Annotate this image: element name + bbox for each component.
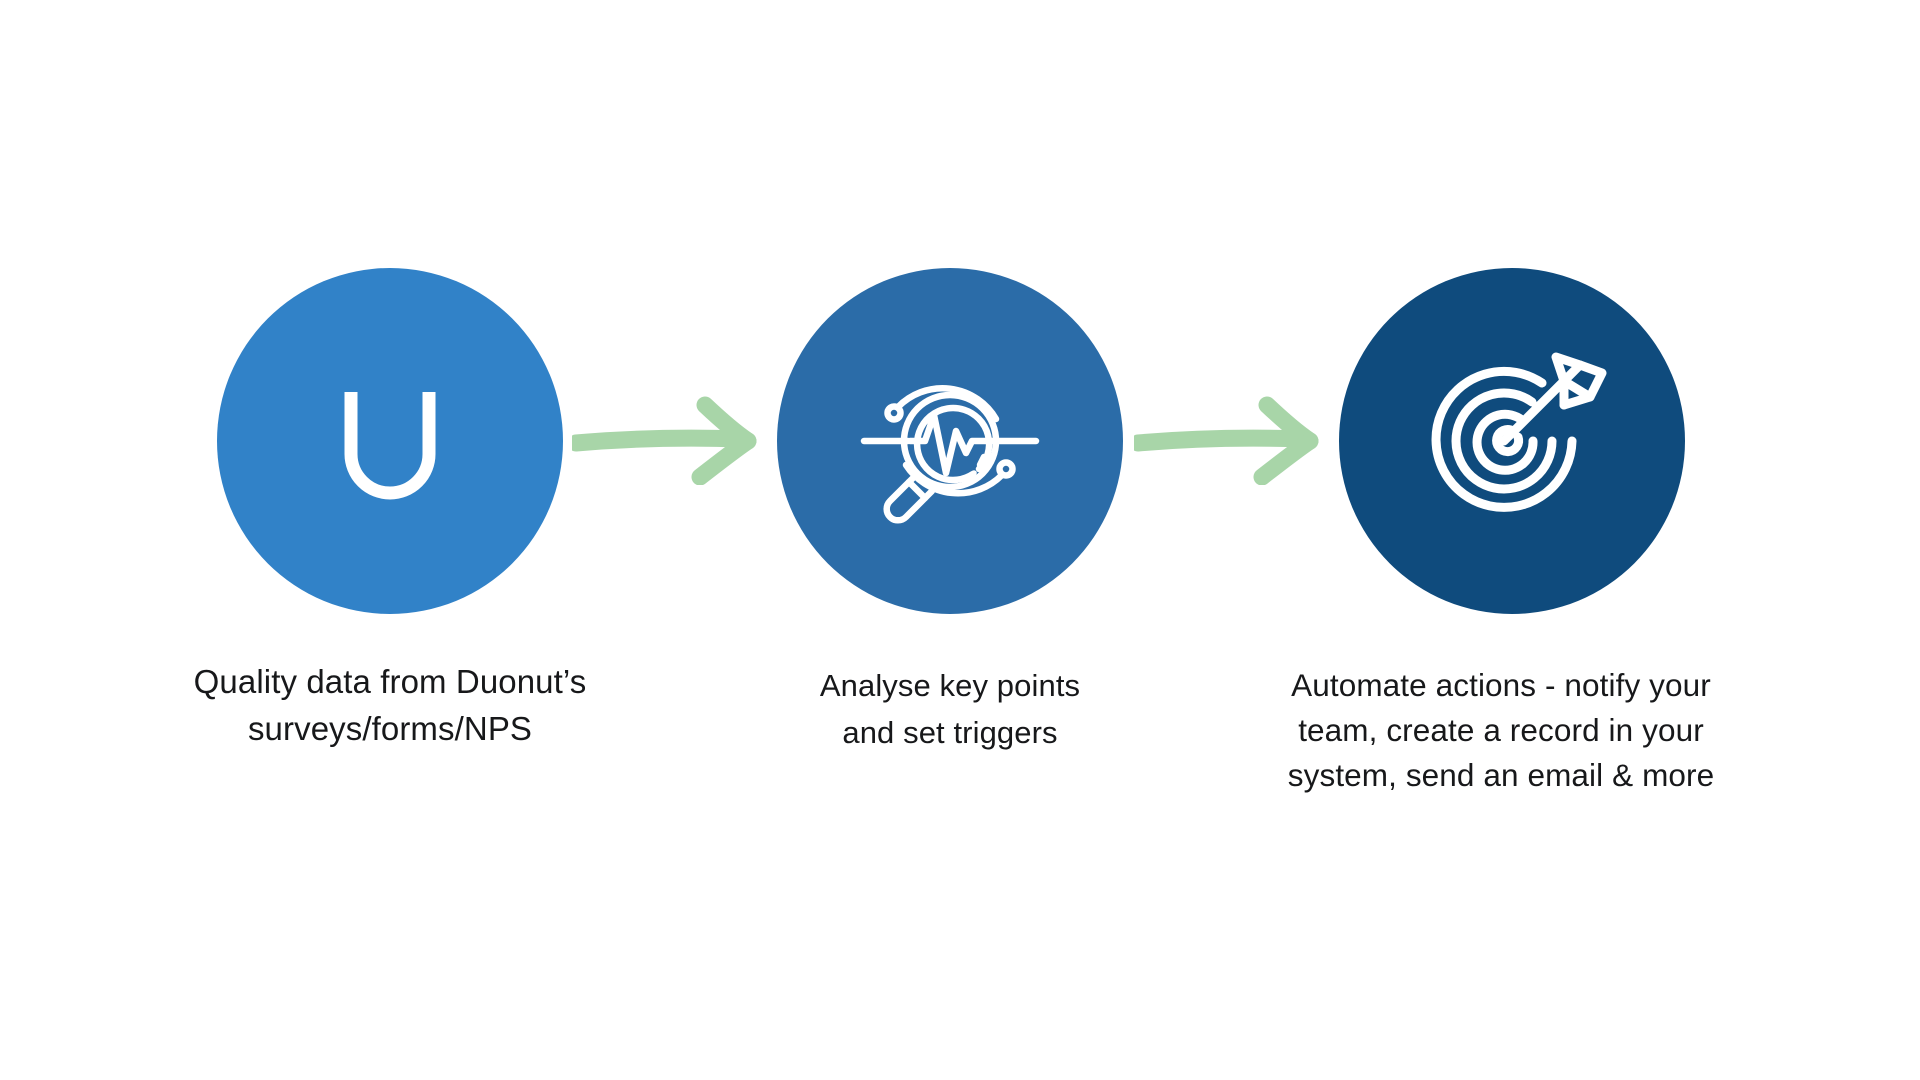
flow-step-2 xyxy=(777,268,1123,614)
arrow-right-icon xyxy=(567,395,762,486)
magnifier-pulse-analytics-icon xyxy=(850,341,1050,541)
arrow-right-icon xyxy=(1129,395,1324,486)
caption-line: and set triggers xyxy=(842,715,1058,750)
caption-line: team, create a record in your xyxy=(1298,712,1704,748)
flow-step-3 xyxy=(1339,268,1685,614)
step-2-circle xyxy=(777,268,1123,614)
step-3-circle xyxy=(1339,268,1685,614)
caption-line: surveys/forms/NPS xyxy=(247,710,533,747)
target-dartboard-arrow-icon xyxy=(1414,343,1610,539)
step-1-circle xyxy=(217,268,563,614)
duonut-u-logo-icon xyxy=(315,366,465,516)
step-3-caption: Automate actions - notify your team, cre… xyxy=(1228,663,1774,798)
flow-step-1 xyxy=(217,268,563,614)
step-1-caption: Quality data from Duonut’s surveys/forms… xyxy=(112,658,668,752)
step-2-caption: Analyse key points and set triggers xyxy=(745,662,1155,756)
caption-line: Quality data from Duonut’s xyxy=(193,663,587,700)
caption-line: Automate actions - notify your xyxy=(1291,667,1711,703)
caption-line: Analyse key points xyxy=(819,668,1081,703)
caption-line: system, send an email & more xyxy=(1287,757,1715,793)
